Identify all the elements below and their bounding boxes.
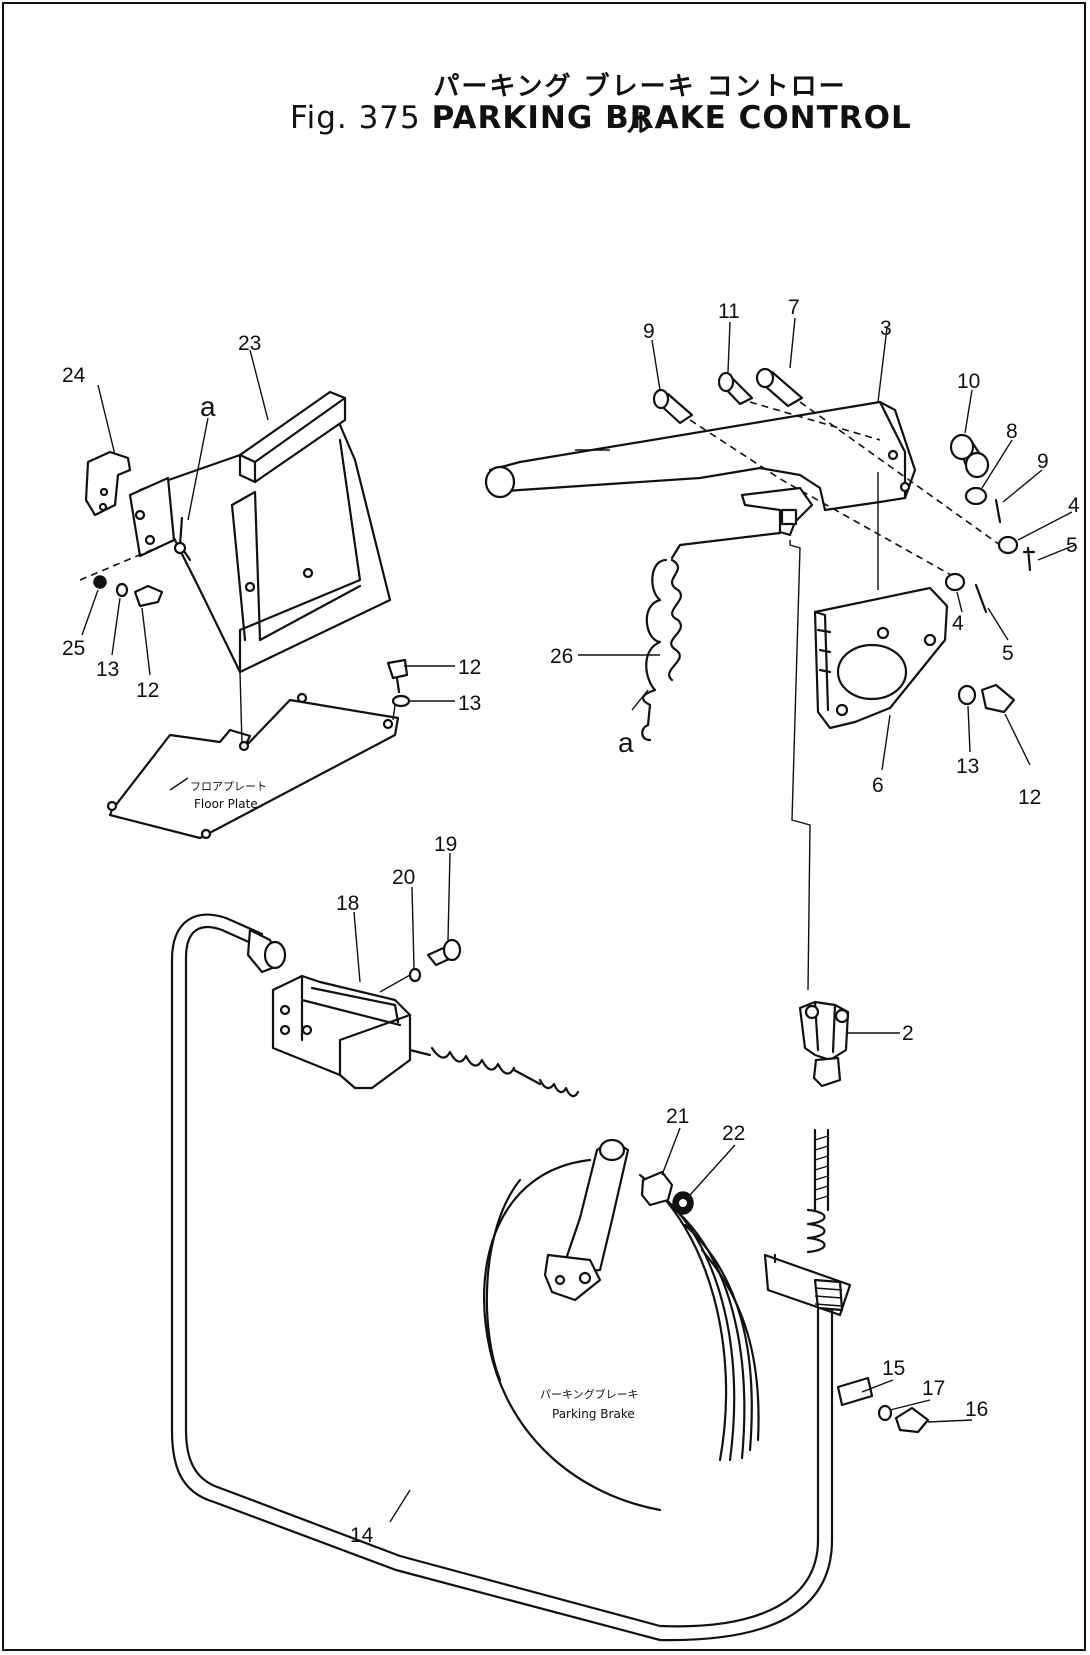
lock-box xyxy=(271,938,580,1098)
floor-plate: フロアプレート Floor Plate xyxy=(106,692,400,840)
parking-brake-jp-label: パーキングブレーキ xyxy=(540,1387,639,1401)
callout-3: 3 xyxy=(880,317,892,340)
callout-9-upper: 9 xyxy=(643,320,655,343)
leader-lines xyxy=(81,317,1076,1523)
callout-5-right: 5 xyxy=(1066,534,1078,557)
callout-7: 7 xyxy=(788,296,800,319)
callout-13-right: 13 xyxy=(956,755,979,778)
parking-brake-drum: パーキングブレーキ Parking Brake xyxy=(483,1138,760,1512)
callout-4-center: 4 xyxy=(952,612,964,635)
callout-25: 25 xyxy=(62,637,85,660)
figure-number: Fig. 375 xyxy=(290,100,421,136)
callout-22: 22 xyxy=(722,1122,745,1145)
callout-10: 10 xyxy=(957,370,980,393)
callout-2: 2 xyxy=(902,1022,914,1045)
callout-24: 24 xyxy=(62,364,86,387)
figure-title-text: PARKING BRAKE CONTROL xyxy=(431,100,912,136)
callout-14: 14 xyxy=(350,1524,374,1547)
callout-16: 16 xyxy=(965,1398,988,1421)
floor-plate-jp-label: フロアプレート xyxy=(190,780,267,793)
callout-ref-a-lower: a xyxy=(618,727,634,758)
callout-ref-a-upper: a xyxy=(200,391,216,422)
callout-26: 26 xyxy=(550,645,573,668)
callout-8: 8 xyxy=(1006,420,1018,443)
floor-plate-en-label: Floor Plate xyxy=(194,797,258,811)
parking-brake-en-label: Parking Brake xyxy=(552,1407,635,1421)
callout-15: 15 xyxy=(882,1357,905,1380)
lever-assembly xyxy=(484,367,1036,991)
callout-13-center: 13 xyxy=(458,692,481,715)
callout-4-right: 4 xyxy=(1068,494,1080,517)
callout-19: 19 xyxy=(434,833,457,856)
figure-title: Fig. 375 PARKING BRAKE CONTROL xyxy=(290,100,911,136)
callout-20: 20 xyxy=(392,866,415,889)
callout-5-center: 5 xyxy=(1002,642,1014,665)
callout-23: 23 xyxy=(238,332,261,355)
callout-6: 6 xyxy=(872,774,884,797)
callout-13-left: 13 xyxy=(96,658,119,681)
callout-17: 17 xyxy=(922,1377,945,1400)
callout-labels: 24 23 a 25 13 12 12 13 9 11 7 3 10 8 9 4… xyxy=(62,296,1080,1547)
callout-11: 11 xyxy=(718,300,740,323)
callout-18: 18 xyxy=(336,892,359,915)
callout-9-right: 9 xyxy=(1037,450,1049,473)
title-japanese: パーキング ブレーキ コントロール xyxy=(433,72,847,139)
callout-21: 21 xyxy=(666,1105,689,1128)
callout-12-left: 12 xyxy=(136,679,159,702)
callout-12-right: 12 xyxy=(1018,786,1041,809)
cable-assembly xyxy=(170,913,930,1642)
bracket-assembly xyxy=(79,390,411,746)
callout-12-center: 12 xyxy=(458,656,481,679)
